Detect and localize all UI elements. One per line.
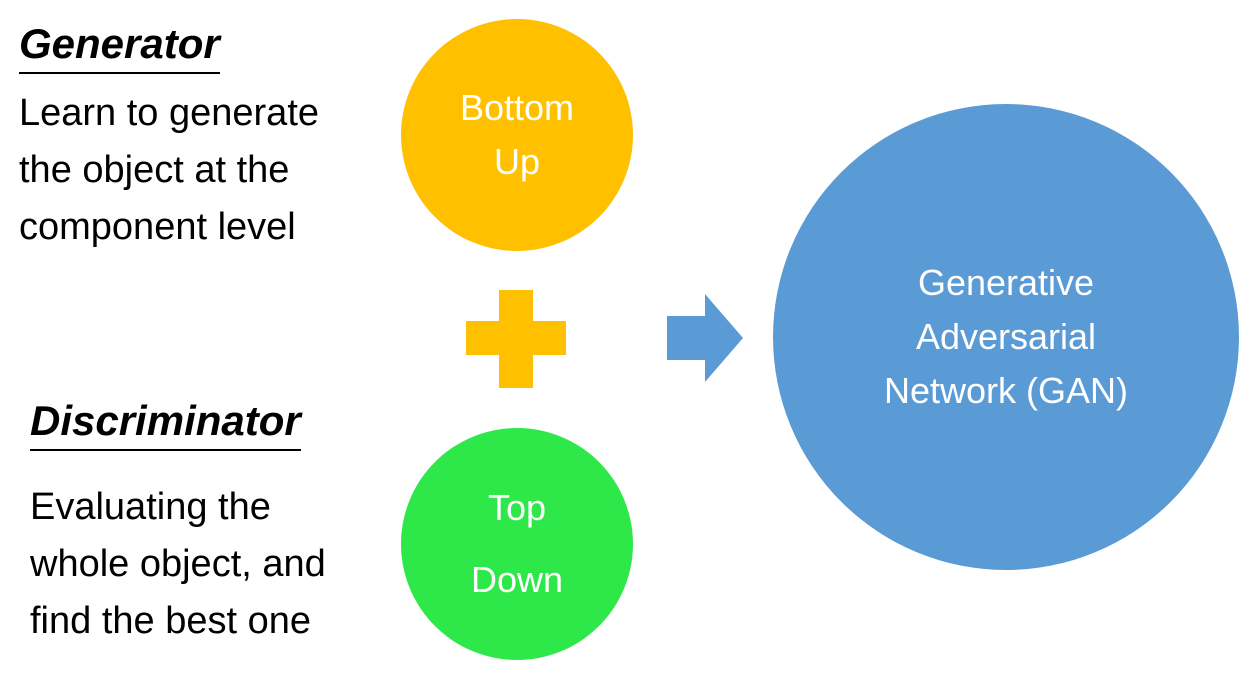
generator-line-3: component level — [19, 206, 296, 248]
gan-circle: Generative Adversarial Network (GAN) — [773, 104, 1239, 570]
gan-line-3: Network (GAN) — [883, 370, 1129, 411]
generator-description: Learn to generate the object at the comp… — [19, 85, 319, 256]
discriminator-description: Evaluating the whole object, and find th… — [30, 479, 326, 650]
bottom-up-line-2: Up — [493, 141, 541, 182]
bottom-up-circle: Bottom Up — [401, 19, 633, 251]
discriminator-line-1: Evaluating the — [30, 486, 271, 528]
generator-heading: Generator — [19, 20, 220, 74]
right-arrow-icon — [667, 294, 743, 382]
discriminator-line-3: find the best one — [30, 600, 311, 642]
gan-line-2: Adversarial — [915, 316, 1097, 357]
top-down-circle: Top Down — [401, 428, 633, 660]
gan-line-1: Generative — [917, 262, 1095, 303]
plus-icon-vertical — [499, 290, 533, 388]
generator-line-1: Learn to generate — [19, 92, 320, 134]
top-down-line-2: Down — [470, 559, 564, 600]
bottom-up-line-1: Bottom — [459, 87, 575, 128]
generator-line-2: the object at the — [19, 149, 290, 191]
top-down-line-1: Top — [487, 487, 547, 528]
discriminator-line-2: whole object, and — [30, 543, 326, 585]
discriminator-heading: Discriminator — [30, 397, 301, 451]
